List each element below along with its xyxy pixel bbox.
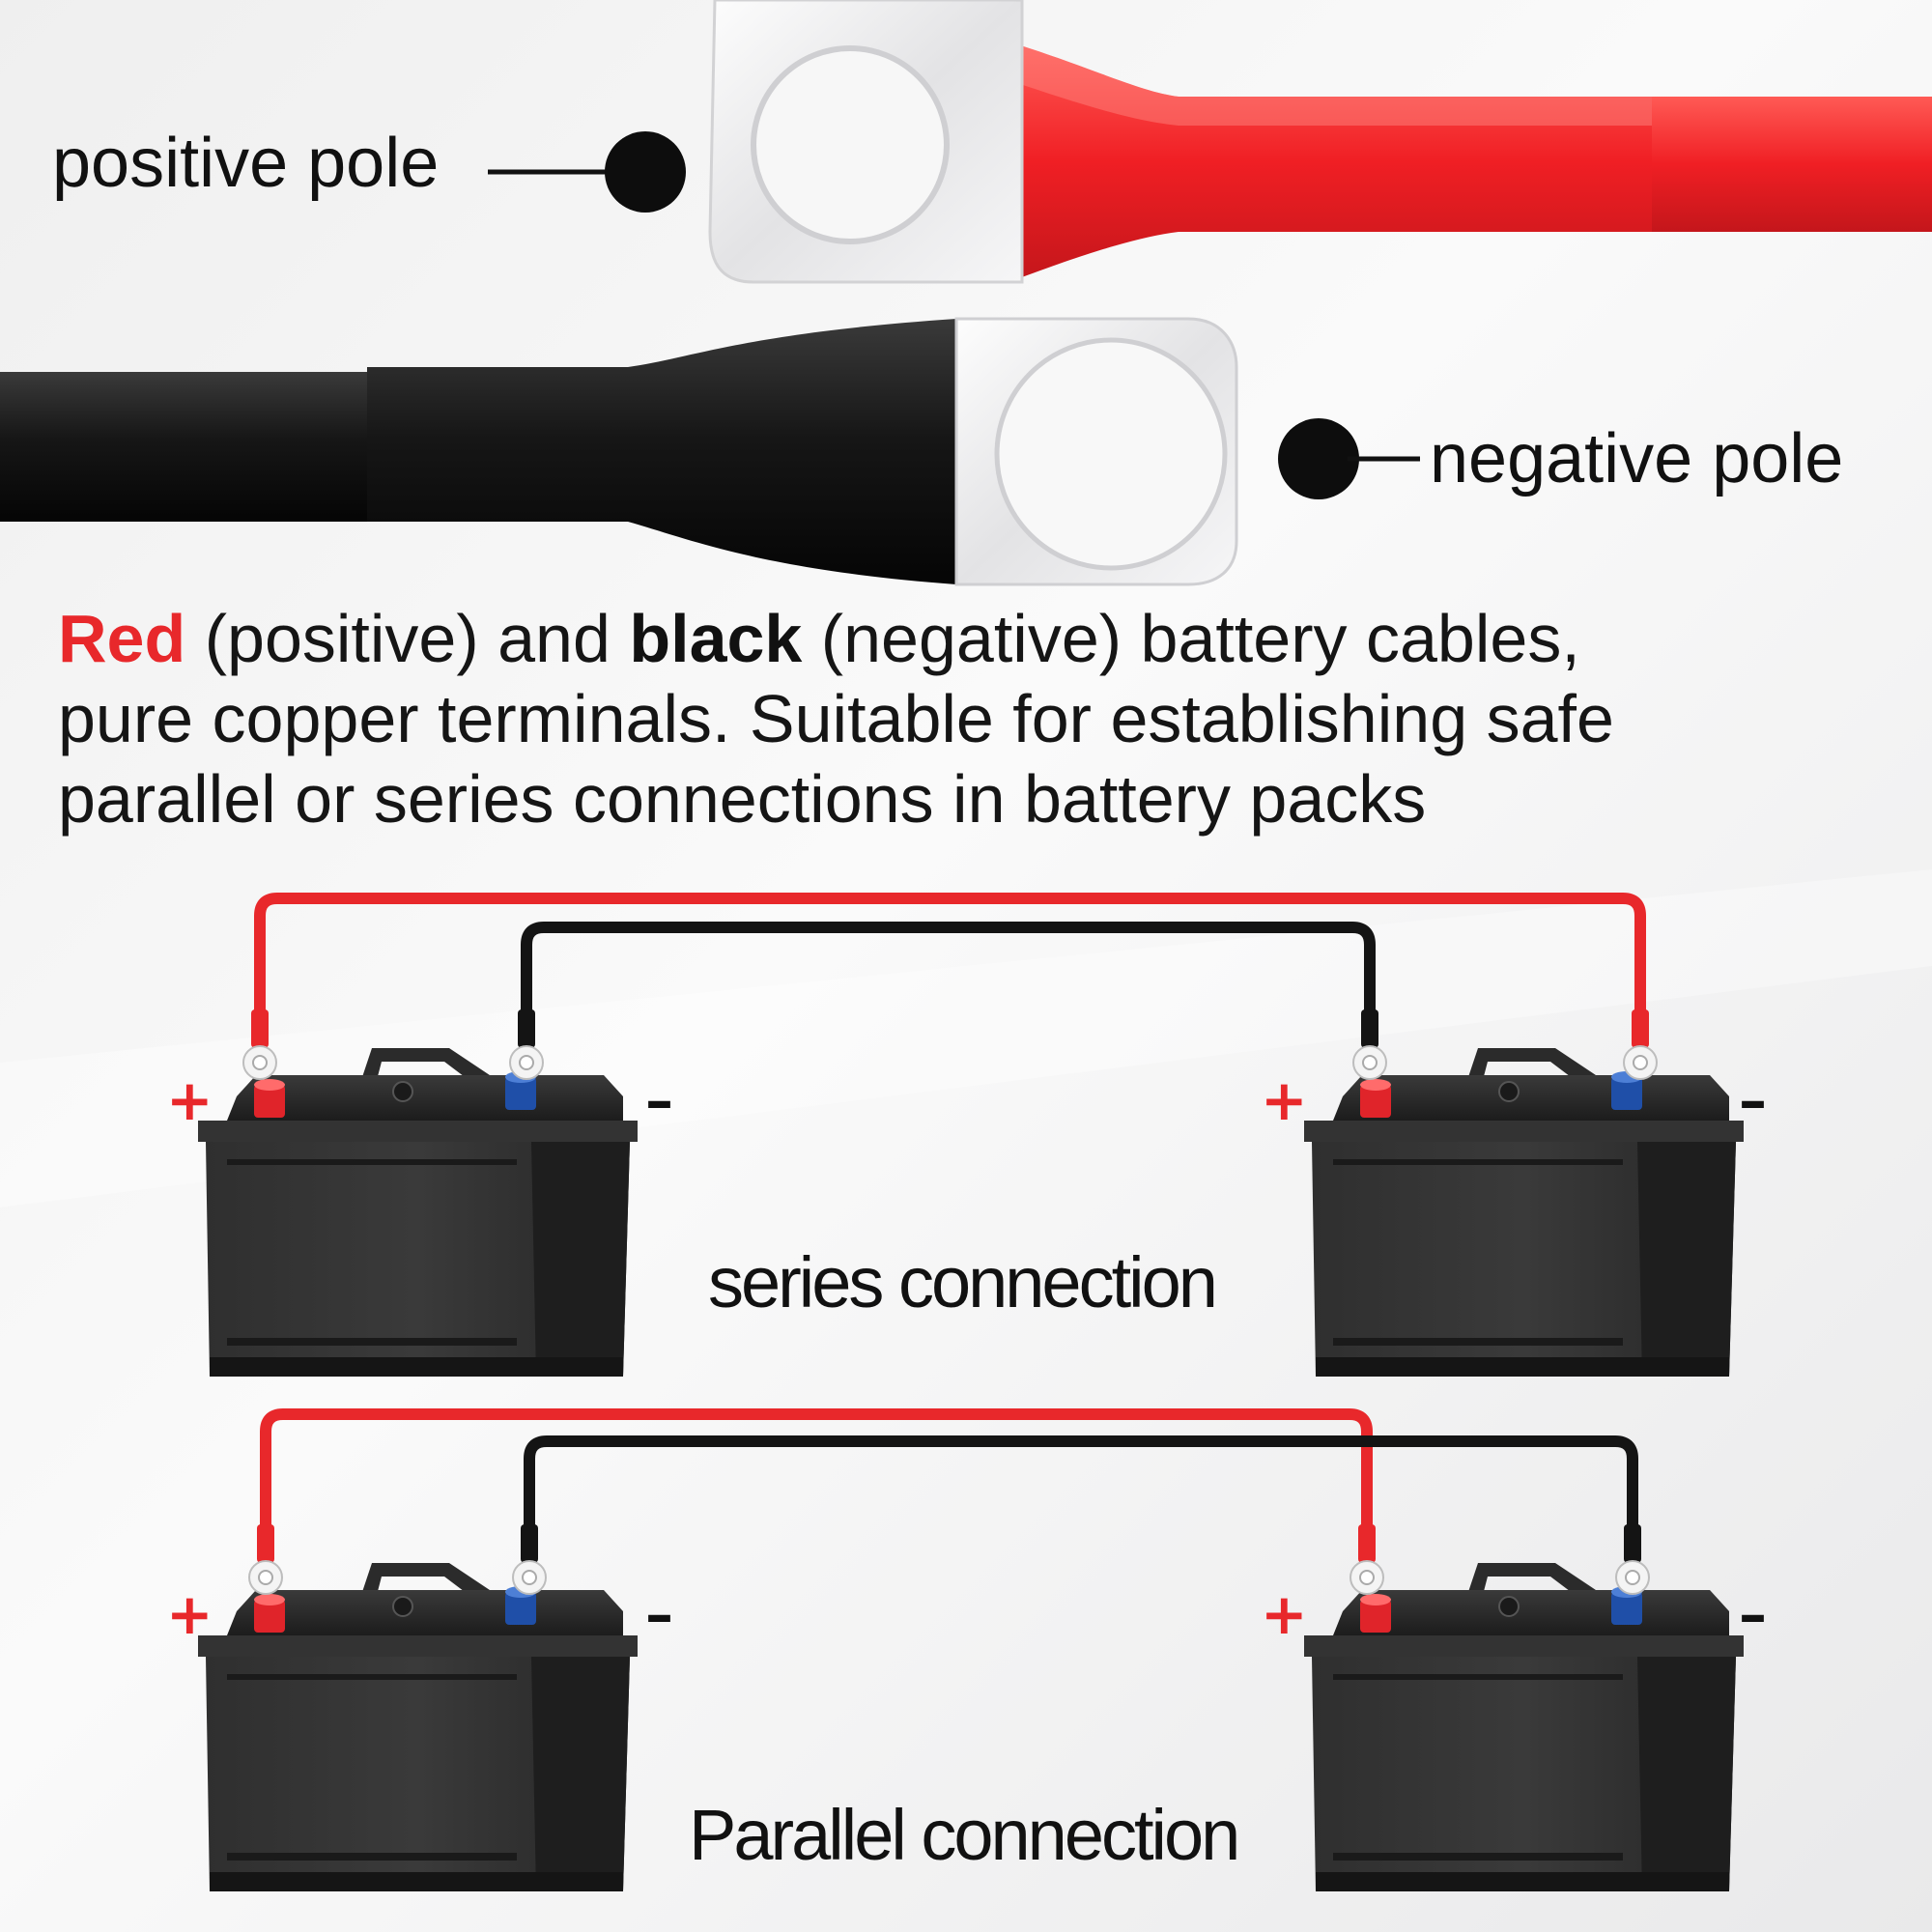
black-cable-lug	[0, 317, 1238, 586]
series-left-plus-sign: +	[166, 1067, 213, 1133]
positive-pole-pointer	[488, 131, 686, 213]
parallel-right-plus-sign: +	[1261, 1581, 1308, 1647]
black-word: black	[629, 601, 803, 676]
series-right-minus-sign: –	[1739, 1067, 1767, 1133]
description-line-3: parallel or series connections in batter…	[58, 761, 1427, 837]
series-left-minus-sign: –	[645, 1067, 673, 1133]
parallel-left-plus-sign: +	[166, 1581, 213, 1647]
parallel-diagram	[197, 1408, 1745, 1892]
red-cable-lug	[708, 0, 1932, 284]
battery-series-right	[1303, 1047, 1745, 1378]
description-part-2: (negative) battery cables,	[802, 601, 1580, 676]
battery-parallel-right	[1303, 1562, 1745, 1892]
red-word: Red	[58, 601, 186, 676]
negative-pole-label: negative pole	[1430, 420, 1844, 497]
negative-pole-pointer	[1278, 418, 1420, 499]
parallel-right-minus-sign: –	[1739, 1581, 1767, 1647]
battery-parallel-left	[197, 1562, 639, 1892]
parallel-connection-title: Parallel connection	[689, 1795, 1240, 1875]
product-description: Red (positive) and black (negative) batt…	[58, 599, 1893, 839]
series-connection-title: series connection	[708, 1242, 1218, 1322]
battery-series-left	[197, 1047, 639, 1378]
description-line-2: pure copper terminals. Suitable for esta…	[58, 681, 1614, 756]
parallel-left-minus-sign: –	[645, 1581, 673, 1647]
description-part-1: (positive) and	[185, 601, 630, 676]
series-right-plus-sign: +	[1261, 1067, 1308, 1133]
positive-pole-label: positive pole	[52, 125, 440, 202]
description-line-1: Red (positive) and black (negative) batt…	[58, 599, 1893, 679]
series-diagram	[197, 893, 1745, 1378]
